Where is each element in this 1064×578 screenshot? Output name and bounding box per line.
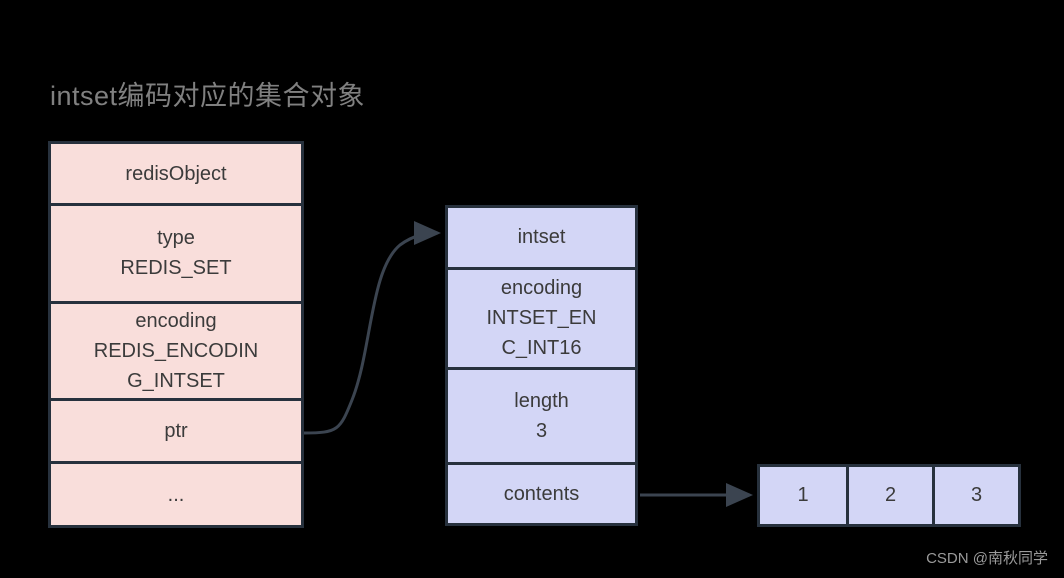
redis-object-header-label: redisObject <box>125 162 227 185</box>
redis-object-row-ptr: ptr <box>51 397 301 462</box>
intset-row-encoding: encoding INTSET_EN C_INT16 <box>448 266 635 367</box>
redis-object-box: redisObject type REDIS_SET encoding REDI… <box>48 141 304 528</box>
intset-header-label: intset <box>517 226 566 249</box>
page-title: intset编码对应的集合对象 <box>50 81 366 111</box>
redis-object-ellipsis-label: ... <box>167 483 185 506</box>
ptr-to-intset-arrow <box>303 221 441 435</box>
intset-encoding-value-cont: C_INT16 <box>501 337 582 360</box>
redis-object-type-value: REDIS_SET <box>120 257 232 280</box>
array-cell: 2 <box>846 467 932 524</box>
intset-length-value: 3 <box>535 420 548 443</box>
intset-contents-label: contents <box>503 483 580 506</box>
intset-encoding-value: INTSET_EN <box>486 307 597 330</box>
redis-object-encoding-value-cont: G_INTSET <box>127 369 225 392</box>
redis-object-encoding-label: encoding <box>135 309 217 332</box>
intset-row-contents: contents <box>448 462 635 523</box>
array-cell: 3 <box>932 467 1018 524</box>
intset-encoding-label: encoding <box>500 277 583 300</box>
redis-object-ptr-label: ptr <box>164 420 188 442</box>
intset-box: intset encoding INTSET_EN C_INT16 length… <box>445 205 638 526</box>
redis-object-row-type: type REDIS_SET <box>51 203 301 301</box>
intset-length-label: length <box>514 390 569 413</box>
redis-object-row-ellipsis: ... <box>51 461 301 526</box>
intset-row-header: intset <box>448 208 635 267</box>
array-cell: 1 <box>760 467 846 524</box>
intset-row-length: length 3 <box>448 366 635 463</box>
redis-object-type-label: type <box>157 227 195 250</box>
redis-object-row-encoding: encoding REDIS_ENCODIN G_INTSET <box>51 300 301 398</box>
redis-object-row-header: redisObject <box>51 144 301 204</box>
contents-array: 1 2 3 <box>757 464 1021 527</box>
watermark: CSDN @南秋同学 <box>926 550 1048 567</box>
redis-object-encoding-value: REDIS_ENCODIN <box>93 339 259 362</box>
